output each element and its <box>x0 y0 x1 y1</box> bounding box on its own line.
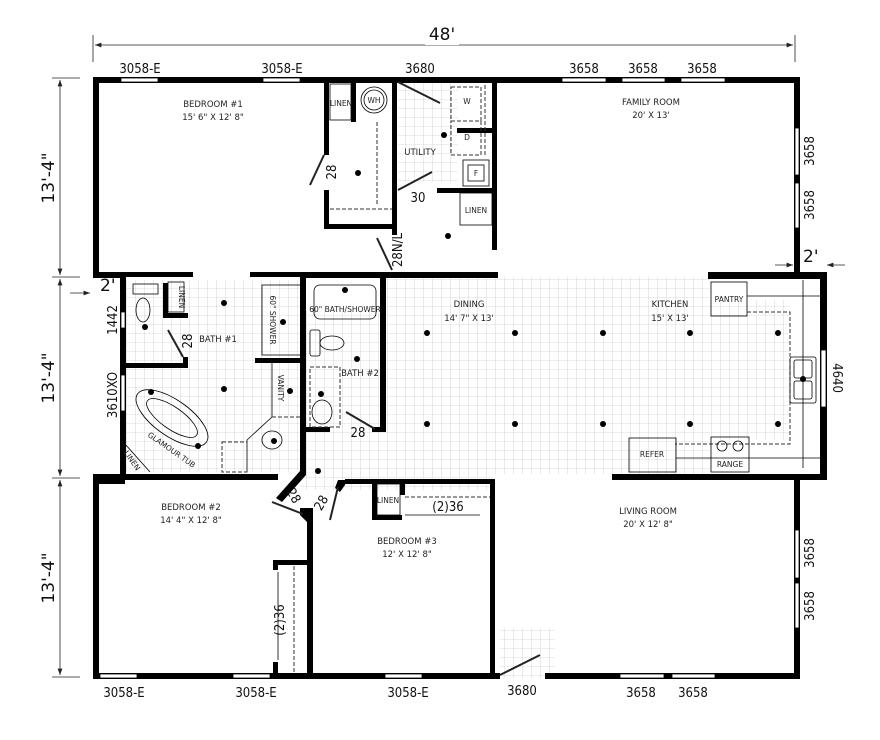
label: W <box>463 97 471 106</box>
section-dimensions: 13'-4" 13'-4" 13'-4" 2' 2' <box>39 77 845 678</box>
label: VANITY <box>276 375 285 402</box>
label: 1442 <box>106 305 121 335</box>
doors: 28 30 28N/L 28 28 28 28 <box>167 81 541 676</box>
label: 3680 <box>405 62 435 77</box>
range-label: RANGE <box>717 460 743 469</box>
refer-label: REFER <box>640 450 664 459</box>
ceiling-lights <box>142 132 781 474</box>
label: 14' 7" X 13' <box>444 314 494 324</box>
tile-floors <box>125 82 790 678</box>
label: 3658 <box>678 686 708 701</box>
label: LINEN <box>377 496 399 505</box>
label: 13'-4" <box>39 352 59 403</box>
bedroom2-label: BEDROOM #2 <box>161 503 221 513</box>
linen-label: LINEN <box>330 99 352 108</box>
label: 4640 <box>829 363 844 393</box>
label: 48' <box>429 25 455 45</box>
label: 28 <box>181 334 196 349</box>
family-room-label: FAMILY ROOM <box>622 98 680 108</box>
label: 3658 <box>569 62 599 77</box>
label: LINEN <box>177 286 186 308</box>
bed3-closet-label: (2)36 <box>432 500 463 515</box>
label: 20' X 13' <box>632 111 670 121</box>
label: 28 <box>312 493 332 513</box>
label: 20' X 12' 8" <box>623 520 673 530</box>
label: D <box>464 133 470 142</box>
bath1-label: BATH #1 <box>199 335 237 345</box>
bedroom3-label: BEDROOM #3 <box>377 537 437 547</box>
bed2-closet-label: (2)36 <box>273 604 288 635</box>
label: 3610XO <box>106 372 121 418</box>
label: LINEN <box>465 206 487 215</box>
label: 3658 <box>628 62 658 77</box>
label: 28 <box>283 486 303 506</box>
label: 28 <box>325 165 340 180</box>
label: 14' 4" X 12' 8" <box>160 516 222 526</box>
pantry-label: PANTRY <box>715 295 744 304</box>
label: 3658 <box>803 136 818 166</box>
water-heater-label: WH <box>367 96 380 105</box>
label: 60" SHOWER <box>268 295 277 344</box>
label: 2' <box>100 276 116 296</box>
label: 28N/L <box>391 232 406 267</box>
label: 3658 <box>803 538 818 568</box>
label: 60" BATH/SHOWER <box>309 305 381 314</box>
label: 15' X 13' <box>651 314 689 324</box>
label: 3058-E <box>103 686 144 701</box>
label: 28 <box>351 426 366 441</box>
label: 3658 <box>803 190 818 220</box>
windows <box>99 77 827 679</box>
label: 30 <box>411 191 426 206</box>
label: 3658 <box>687 62 717 77</box>
living-room-label: LIVING ROOM <box>619 507 677 517</box>
label: 3058-E <box>235 686 276 701</box>
label: 2' <box>803 247 819 267</box>
fixtures: LINEN WH W D F LINEN UTILITY LINEN 60" S… <box>122 83 820 672</box>
label: 3658 <box>803 591 818 621</box>
label: 3680 <box>507 684 537 699</box>
room-labels: BEDROOM #1 15' 6" X 12' 8" FAMILY ROOM 2… <box>160 98 689 560</box>
label: 13'-4" <box>39 552 59 603</box>
utility-label: UTILITY <box>404 148 436 158</box>
overall-dimension: 48' <box>92 25 796 62</box>
bath2-label: BATH #2 <box>341 369 379 379</box>
label: 3058-E <box>387 686 428 701</box>
dining-label: DINING <box>454 300 485 310</box>
kitchen-label: KITCHEN <box>652 300 689 310</box>
bedroom1-label: BEDROOM #1 <box>183 100 243 110</box>
label: 3058-E <box>261 62 302 77</box>
label: F <box>474 169 478 178</box>
label: 3658 <box>626 686 656 701</box>
label: 3058-E <box>119 62 160 77</box>
window-labels: 3058-E 3058-E 3680 3658 3658 3658 3658 3… <box>103 62 844 701</box>
label: 15' 6" X 12' 8" <box>182 113 244 123</box>
interior-walls <box>93 80 617 679</box>
label: 13'-4" <box>39 152 59 203</box>
label: 12' X 12' 8" <box>382 550 432 560</box>
